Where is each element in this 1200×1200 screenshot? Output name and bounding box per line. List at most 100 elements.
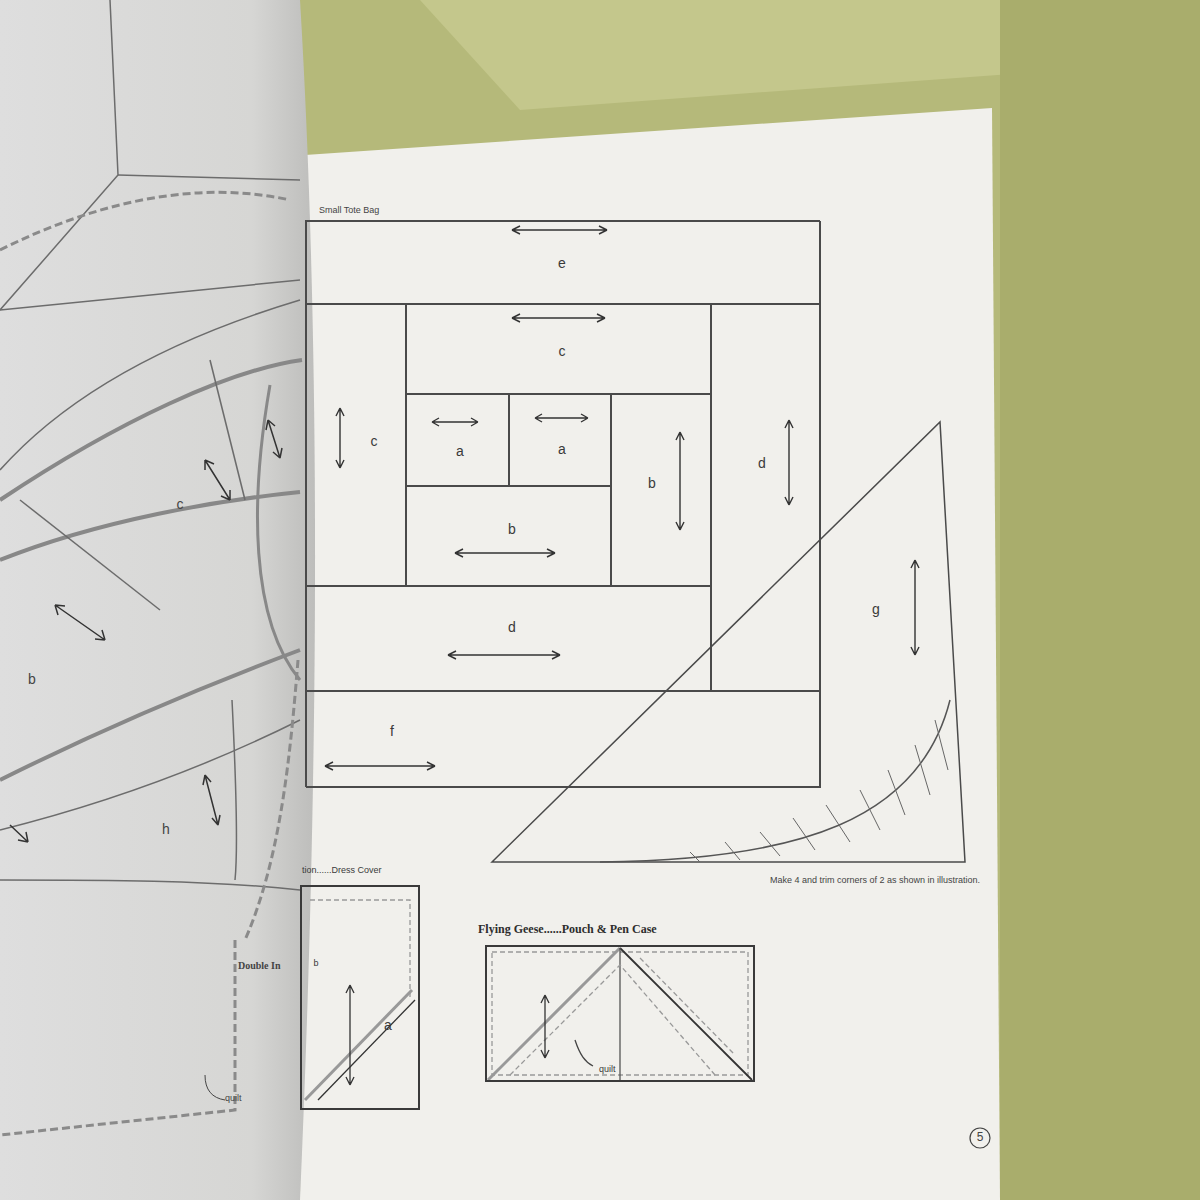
drawing-line: [510, 965, 715, 1075]
piece-letter: b: [508, 522, 516, 537]
piece-letter: f: [390, 724, 394, 739]
piece-letter: a: [558, 442, 566, 457]
triangle-outline: [490, 420, 967, 864]
pattern-title: tion......Dress Cover: [302, 866, 382, 876]
quilt-note: quilt: [225, 1094, 242, 1104]
drawing-line: [0, 0, 315, 1200]
drawing-line: [325, 762, 435, 770]
drawing-line: [690, 852, 700, 862]
piece-letter: c: [371, 434, 378, 449]
drawing-line: [911, 560, 919, 655]
patch-piece: c: [306, 304, 406, 586]
drawing-line: [600, 700, 950, 862]
pattern-box: Flying Geese......Pouch & Pen Casequilt: [485, 945, 755, 1082]
drawing-line: [0, 192, 290, 250]
drawing-line: [512, 226, 607, 234]
piece-letter: c: [177, 497, 184, 512]
patch-piece: e: [306, 221, 821, 304]
pattern-title: Double In: [238, 960, 281, 971]
drawing-line: [10, 420, 282, 842]
piece-letter: a: [384, 1018, 392, 1033]
drawing-line: [970, 1128, 990, 1148]
piece-letter: a: [456, 444, 464, 459]
drawing-line: [785, 420, 793, 505]
pattern-title: Small Tote Bag: [319, 206, 379, 216]
triangle-patch: g: [490, 420, 967, 864]
drawing-line: [619, 948, 620, 1080]
drawing-line: [205, 460, 230, 500]
drawing-line: [455, 549, 555, 557]
drawing-line: [0, 360, 302, 500]
patch-piece: b: [611, 394, 711, 586]
pattern-title: Flying Geese......Pouch & Pen Case: [478, 923, 657, 936]
patch-piece: a: [509, 394, 611, 486]
drawing-line: [258, 385, 300, 680]
drawing-line: [793, 818, 815, 850]
drawing-line: [336, 408, 344, 468]
piece-letter: g: [872, 602, 880, 617]
drawing-line: [860, 790, 880, 830]
drawing-line: [0, 0, 302, 890]
drawing-line: [0, 720, 300, 830]
drawing-line: [0, 300, 300, 470]
drawing-line: [888, 770, 905, 815]
drawing-line: [0, 192, 298, 1135]
drawing-line: [55, 605, 105, 640]
drawing-line: [305, 990, 412, 1100]
drawing-line: [432, 418, 478, 426]
piece-letter: c: [559, 344, 566, 359]
drawing-line: [826, 805, 850, 842]
drawing-line: [492, 422, 965, 862]
piece-note: b: [313, 959, 318, 969]
drawing-line: [0, 940, 235, 1135]
patch-piece: b: [406, 486, 611, 586]
drawing-line: [205, 1075, 225, 1100]
drawing-line: [318, 1000, 415, 1100]
drawing-line: [203, 775, 220, 825]
drawing-line: [620, 948, 752, 1080]
drawing-line: [488, 948, 752, 1080]
piece-note: quilt: [599, 1065, 616, 1075]
pattern-box: tion......Dress Coverba: [300, 885, 420, 1110]
drawing-line: [245, 660, 298, 940]
drawing-line: [676, 432, 684, 530]
drawing-line: [0, 280, 300, 310]
drawing-line: [20, 500, 160, 610]
drawing-line: [300, 108, 1000, 1200]
piece-letter: b: [28, 672, 36, 687]
drawing-line: [325, 226, 919, 770]
drawing-line: [760, 832, 780, 856]
drawing-line: [0, 650, 300, 780]
drawing-line: [1000, 0, 1200, 1200]
patch-piece: c: [406, 304, 711, 394]
piece-letter: d: [758, 456, 766, 471]
drawing-line: [232, 700, 236, 880]
drawing-line: [575, 1040, 593, 1066]
drawing-line: [541, 995, 549, 1058]
patch-piece: f: [306, 691, 821, 788]
drawing-line: [640, 958, 735, 1055]
piece-letter: b: [648, 476, 656, 491]
log-cabin-block: Small Tote Bageccaabdbdf: [305, 220, 820, 787]
drawing-line: [512, 314, 605, 322]
drawing-line: [346, 985, 354, 1085]
piece-letter: d: [508, 620, 516, 635]
piece-letter: h: [162, 822, 170, 837]
drawing-line: [266, 420, 282, 458]
drawing-line: [0, 880, 300, 890]
piece-letter: e: [558, 256, 566, 271]
drawing-line: [305, 900, 415, 1100]
patch-piece: d: [711, 304, 821, 691]
drawing-line: [0, 0, 118, 310]
instruction-note: Make 4 and trim corners of 2 as shown in…: [770, 876, 945, 886]
drawing-line: [210, 360, 245, 500]
drawing-line: [488, 948, 620, 1080]
drawing-line: [725, 842, 740, 860]
drawing-line: [915, 745, 930, 795]
page-number: 5: [977, 1131, 984, 1144]
drawing-line: [448, 651, 560, 659]
patch-piece: a: [406, 394, 509, 486]
drawing-line: [0, 492, 300, 560]
